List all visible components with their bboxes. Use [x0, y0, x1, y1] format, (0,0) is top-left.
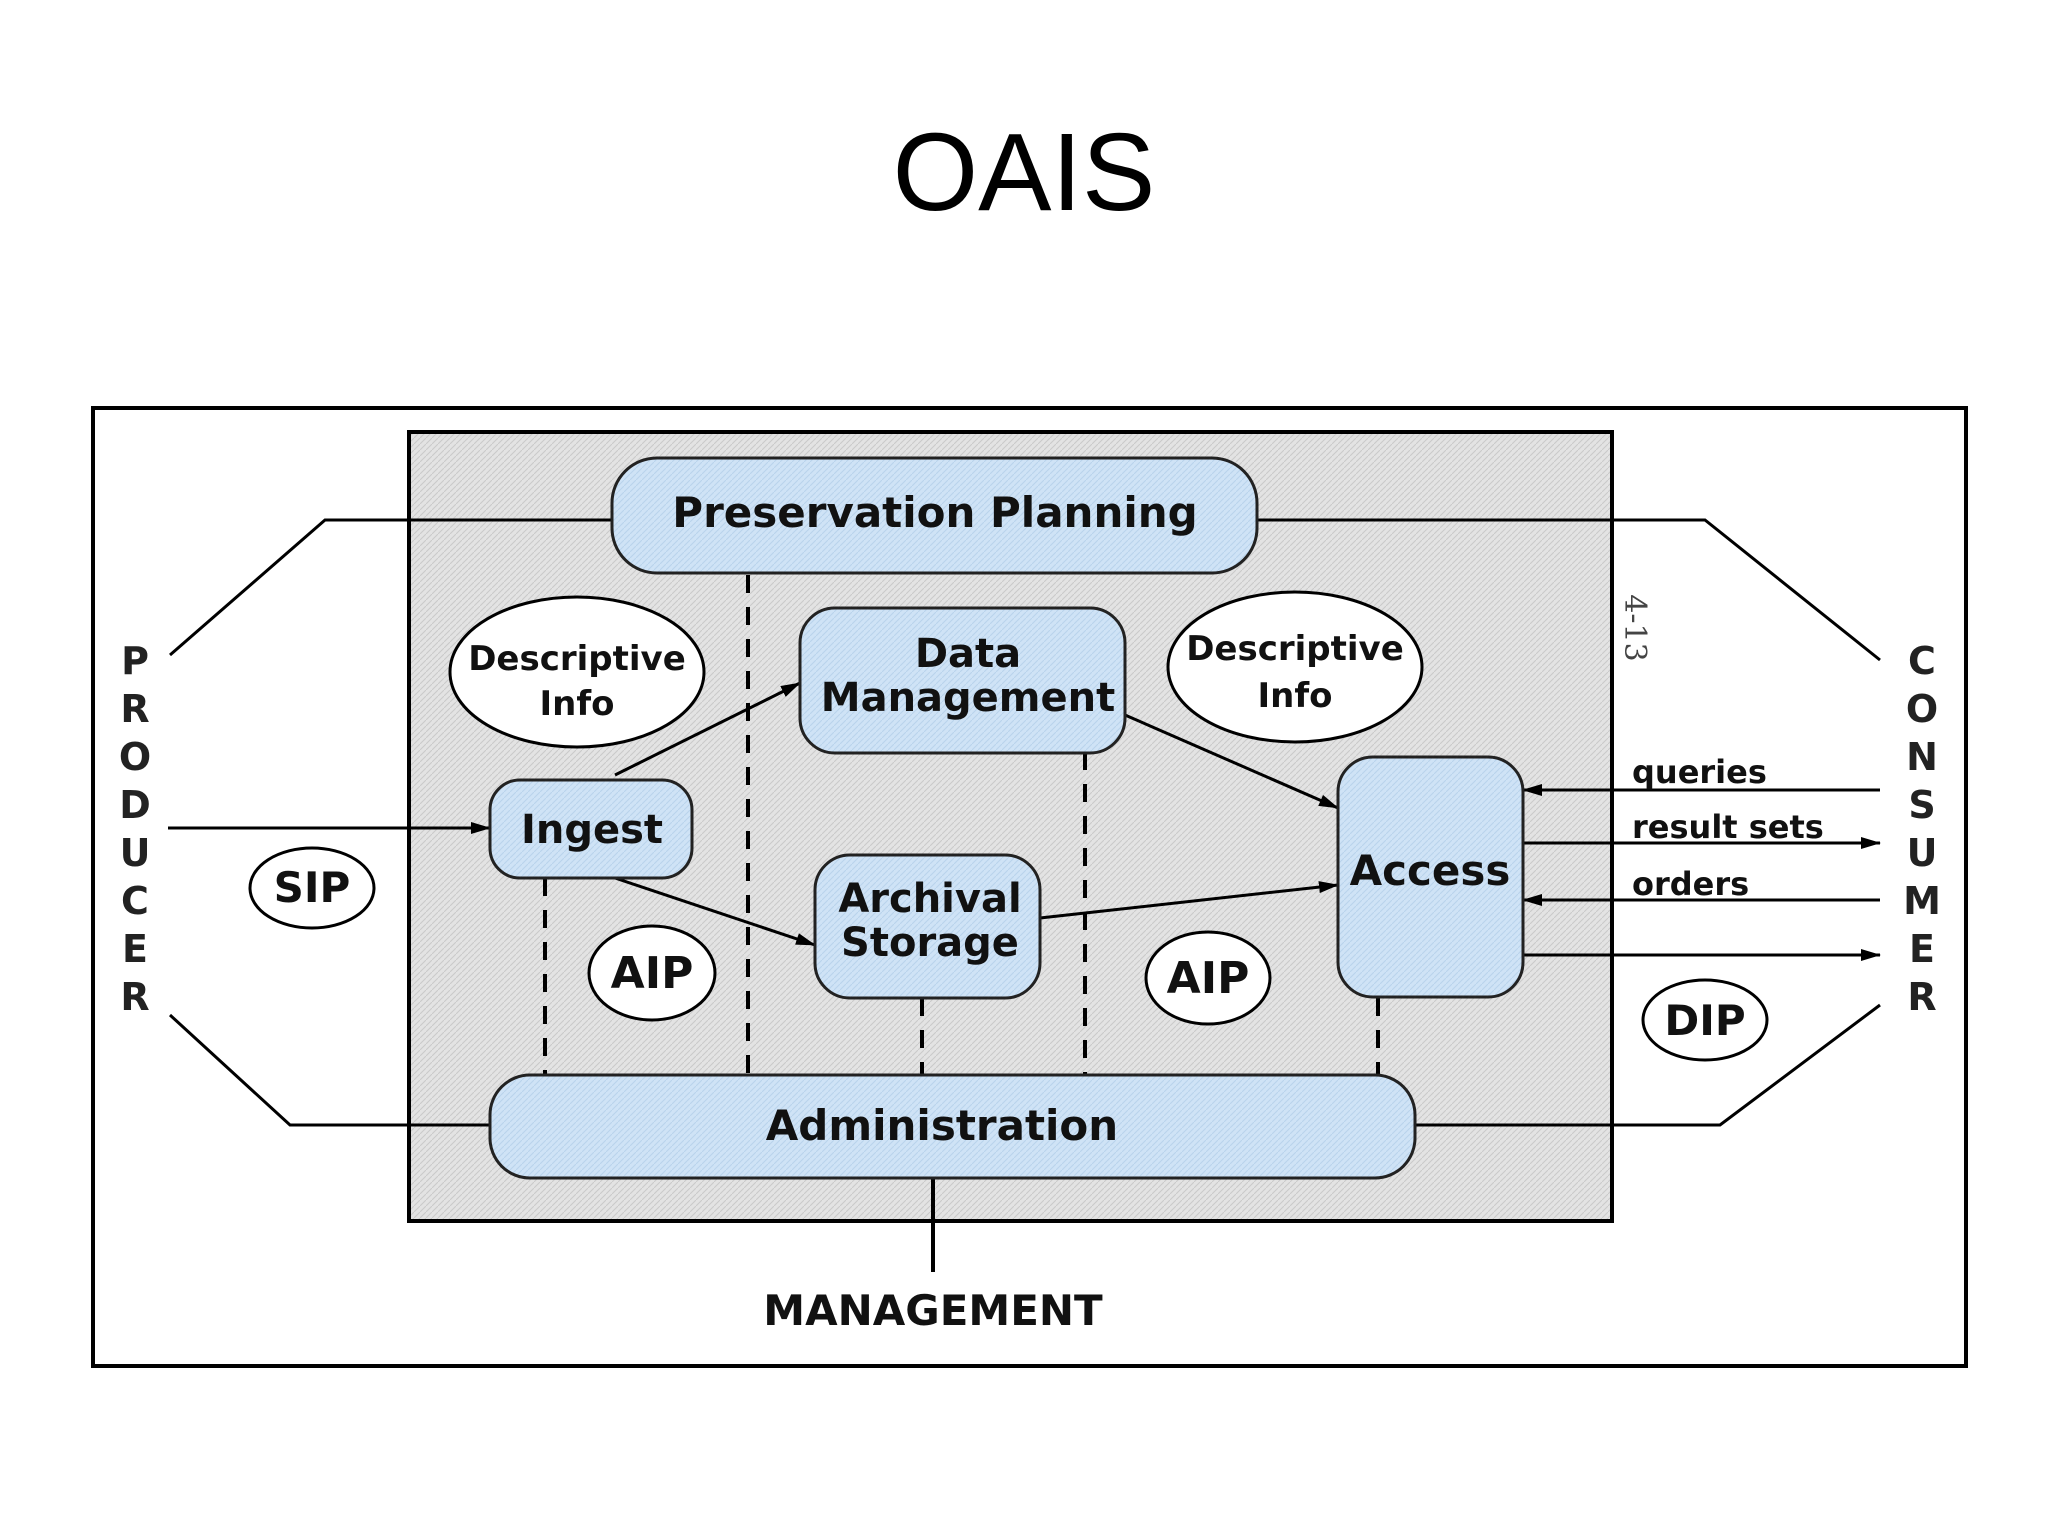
svg-text:C: C: [121, 879, 149, 923]
producer-label: P R O D U C E R: [119, 639, 151, 1019]
svg-text:E: E: [1909, 927, 1935, 971]
consumer-bracket: [1250, 518, 1881, 1127]
aip-left-oval: AIP: [587, 924, 717, 1022]
management-label: MANAGEMENT: [763, 1286, 1103, 1335]
aip-right-label: AIP: [1167, 953, 1250, 1004]
result-sets-label: result sets: [1632, 808, 1824, 846]
dip-label: DIP: [1664, 996, 1745, 1045]
access-label: Access: [1350, 846, 1511, 895]
svg-text:R: R: [1907, 975, 1936, 1019]
svg-text:U: U: [1907, 831, 1938, 875]
svg-text:P: P: [121, 639, 149, 683]
ingest-label: Ingest: [521, 807, 663, 853]
aip-right-oval: AIP: [1144, 930, 1272, 1026]
consumer-label: C O N S U M E R: [1903, 639, 1941, 1019]
svg-text:S: S: [1908, 783, 1935, 827]
orders-label: orders: [1632, 865, 1749, 903]
ingest-box: Ingest: [488, 778, 694, 880]
administration-box: Administration: [488, 1073, 1417, 1180]
svg-text:D: D: [119, 783, 151, 827]
sip-label: SIP: [274, 863, 351, 912]
descriptive-info-left-oval: Descriptive Info: [448, 595, 706, 749]
preservation-planning-box: Preservation Planning: [610, 456, 1259, 575]
queries-label: queries: [1632, 753, 1767, 791]
descriptive-info-right-oval: Descriptive Info: [1166, 590, 1424, 744]
descriptive-info-left-line1: Descriptive: [468, 639, 686, 679]
archival-storage-box: Archival Storage: [813, 853, 1042, 1000]
svg-text:O: O: [119, 735, 151, 779]
consumer-arrows: [1522, 784, 1881, 961]
descriptive-info-left-line2: Info: [539, 684, 614, 724]
svg-text:C: C: [1908, 639, 1936, 683]
figure-number: 4-13: [1617, 594, 1652, 661]
descriptive-info-right-line1: Descriptive: [1186, 629, 1404, 669]
sip-oval: SIP: [248, 846, 376, 930]
preservation-planning-label: Preservation Planning: [672, 488, 1197, 537]
svg-text:O: O: [1906, 687, 1938, 731]
descriptive-info-right-line2: Info: [1257, 676, 1332, 716]
archival-storage-label-line1: Archival: [838, 876, 1021, 922]
svg-text:N: N: [1906, 735, 1938, 779]
data-management-box: Data Management: [798, 606, 1127, 755]
producer-bracket: [168, 518, 612, 1127]
archival-storage-label-line2: Storage: [841, 920, 1019, 966]
svg-text:R: R: [120, 687, 149, 731]
data-management-label-line1: Data: [915, 631, 1021, 677]
administration-label: Administration: [766, 1101, 1118, 1150]
access-box: Access: [1336, 755, 1525, 999]
svg-text:M: M: [1903, 879, 1941, 923]
svg-text:E: E: [122, 927, 148, 971]
internal-flows: [168, 681, 1339, 947]
slide-title: OAIS: [892, 111, 1156, 234]
svg-text:R: R: [120, 975, 149, 1019]
aip-left-label: AIP: [611, 948, 694, 999]
data-management-label-line2: Management: [821, 675, 1115, 721]
dip-oval: DIP: [1641, 978, 1769, 1062]
svg-text:U: U: [120, 831, 151, 875]
